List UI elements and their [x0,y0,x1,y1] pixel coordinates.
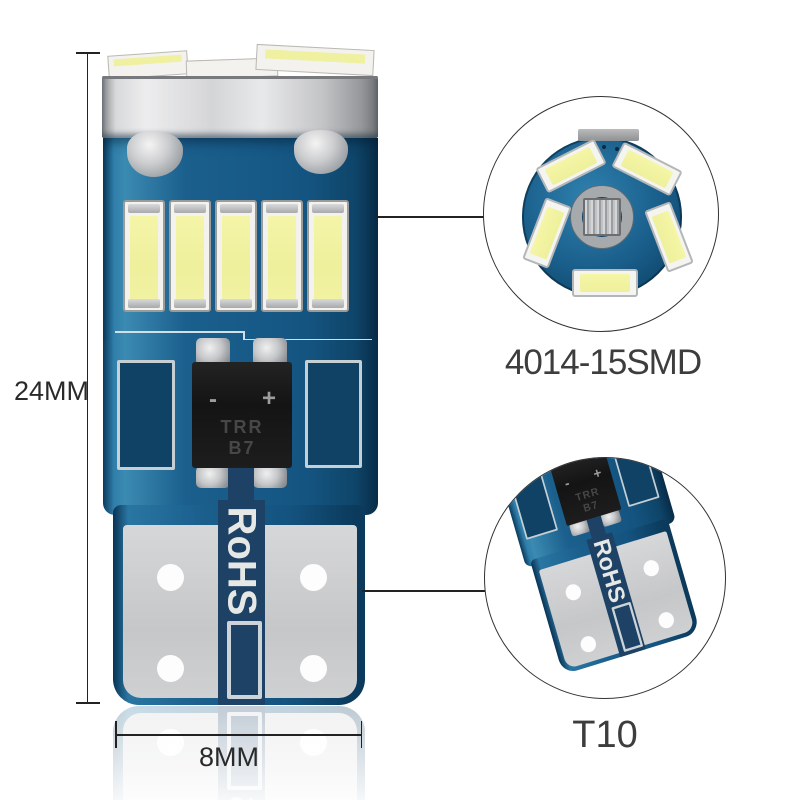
bulb-reflection: RoHS [103,706,378,800]
led-chip [307,200,349,312]
callout-line-bottom [362,590,486,592]
width-label: 8MM [199,742,259,772]
reflection-fade [103,706,378,800]
height-dimension-cap-top [76,52,100,54]
smd-chip-bottom [572,269,638,297]
disc-dot [602,145,606,149]
width-dimension-line [115,734,362,736]
pad-hole [299,563,327,591]
center-ring [571,186,633,248]
chip-solder-pad [196,466,230,488]
solder-blob-right [294,130,348,174]
height-dimension-line [86,53,88,703]
solder-blob-left [127,131,183,177]
bottom-inset-caption: T10 [572,714,638,756]
chip-solder-pad [196,338,230,366]
led-phosphor [314,216,342,300]
led-chip [123,200,165,312]
width-dimension-tick-right [360,721,362,748]
top-inset-caption: 4014-15SMD [504,343,702,382]
led-phosphor [268,216,296,300]
pad-hole [299,654,327,682]
chip-solder-pad [253,466,287,488]
solder-frame-right [305,360,362,468]
width-dimension-tick-left [115,721,117,748]
height-label: 24MM [14,376,90,406]
chip-model-line2: B7 [228,438,256,458]
chrome-band [102,76,378,138]
solder-frame-left [117,360,175,470]
chip-plus-mark: + [262,385,277,412]
driver-chip: - + TRR B7 [192,362,292,468]
rohs-text: RoHS [219,506,264,616]
led-top-phosphor [113,54,182,67]
led-chip [215,200,257,312]
pad-hole [156,563,184,591]
height-dimension-cap-bottom [76,702,100,704]
chip-minus-mark: - [209,386,217,413]
led-phosphor [176,216,204,300]
chip-model-line1: TRR [220,417,264,437]
chip-solder-pad [253,338,287,366]
bulb-base-inset: - + TRR B7 RoHS [497,458,708,675]
led-phosphor [130,216,158,300]
circuit-trace [115,331,243,333]
callout-line-top [376,216,484,218]
led-phosphor [222,216,250,300]
center-die [583,198,621,236]
pad-hole [156,654,184,682]
disc-dot [615,147,619,151]
led-chip [169,200,211,312]
disc-top-tab [578,129,639,141]
led-top-phosphor [265,49,366,64]
led-chip [261,200,303,312]
contact-slot [227,621,262,699]
detail-circle-top [483,96,719,332]
bulb-base: - + TRR B7 RoHS [103,338,378,705]
circuit-trace [243,331,245,341]
detail-circle-bottom: - + TRR B7 RoHS [484,457,726,699]
center-trace [228,468,254,504]
